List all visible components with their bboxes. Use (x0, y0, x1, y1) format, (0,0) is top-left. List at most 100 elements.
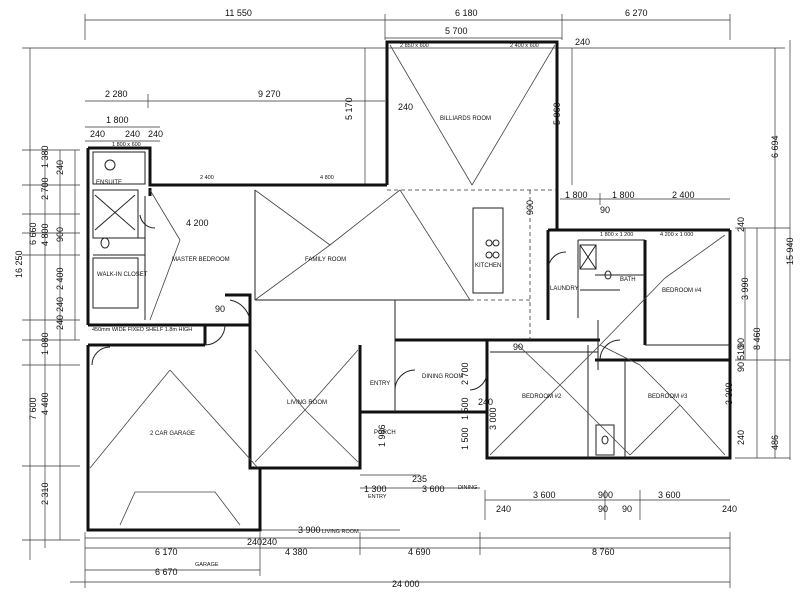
interior-walls (92, 151, 730, 458)
room-walkin: WALK-IN CLOSET (97, 272, 148, 278)
dim-bot-8: 240 (247, 537, 262, 547)
dim-bot-4: 8 760 (592, 547, 615, 557)
note-entry: ENTRY (368, 494, 387, 500)
dim-mid-10: 4 200 (186, 218, 209, 228)
dim-mid-4: 240 (575, 37, 590, 47)
dim-top-3: 6 270 (625, 8, 648, 18)
dim-bot-12: 3 600 (658, 490, 681, 500)
dashed-beams (387, 189, 557, 340)
dim-mid-19: 235 (412, 474, 427, 484)
room-kitchen: KITCHEN (475, 263, 501, 269)
dim-mid-6: 1 800 (612, 190, 635, 200)
dim-right-5: 3 300 (724, 382, 734, 405)
dim-left-2: 6 660 (28, 222, 38, 245)
dim-left-13: 240 (55, 297, 65, 312)
room-entry: ENTRY (370, 381, 390, 387)
dim-mid-2: 5 060 (552, 102, 562, 125)
dim-top-1: 11 550 (225, 8, 252, 18)
note-shelf: 450mm WIDE FIXED SHELF 1.8m HIGH (92, 327, 192, 333)
dim-right-4: 8 460 (752, 327, 762, 350)
dim-mid-15: 1 500 (460, 427, 470, 450)
dim-mid-12: 90 (513, 342, 523, 352)
dim-mid-21: 3 600 (422, 484, 445, 494)
note-dining: DINING (458, 485, 477, 491)
dim-mid-17: 90 (215, 304, 225, 314)
dim-bot-10: 3 600 (533, 490, 556, 500)
dim-bot-16: 240 (722, 504, 737, 514)
dim-left-12: 900 (55, 227, 65, 242)
dim-mid-13: 3 000 (488, 407, 498, 430)
dimension-text: 11 550 6 180 6 270 5 700 2 280 9 270 1 8… (14, 8, 795, 589)
room-family: FAMILY ROOM (305, 257, 346, 263)
dim-mid-9: 900 (525, 200, 535, 215)
room-bed3: BEDROOM #3 (648, 394, 688, 400)
dim-right-6: 90 (736, 362, 746, 372)
note-window-e: 1 800 x 600 (112, 142, 141, 148)
dim-left-14: 240 (55, 315, 65, 330)
dim-bot-15: 90 (622, 504, 632, 514)
dim-mid-14: 1 500 (460, 397, 470, 420)
dim-bot-1: 6 170 (155, 547, 178, 557)
dim-left-6: 4 800 (40, 223, 50, 246)
note-window-d: 2 400 x 600 (510, 43, 539, 49)
room-garage: 2 CAR GARAGE (150, 431, 195, 437)
dim-right-8: 240 (736, 217, 746, 232)
dim-left-3: 7 600 (28, 397, 38, 420)
dim-left-10: 2 310 (40, 482, 50, 505)
dim-left-11: 240 (55, 160, 65, 175)
dim-bot-9: 240 (262, 537, 277, 547)
dim-left-8: 1 080 (40, 332, 50, 355)
note-window-b: 4 800 (320, 175, 334, 181)
dim-bot-14: 90 (598, 504, 608, 514)
dim-right-11: 90 (736, 338, 746, 348)
dim-left-5: 2 700 (40, 177, 50, 200)
dim-mid-16: 1 986 (377, 424, 387, 447)
roof-lines (89, 44, 726, 526)
dim-tl-6: 240 (148, 129, 163, 139)
plan-notes: 450mm WIDE FIXED SHELF 1.8m HIGH ENTRY D… (92, 43, 693, 568)
dim-mid-1: 5 170 (344, 97, 354, 120)
note-garage: GARAGE (195, 562, 219, 568)
dim-bot-6: 24 000 (392, 579, 420, 589)
door-swings (91, 214, 621, 391)
dim-mid-18: 240 (478, 397, 493, 407)
room-dining: DINING ROOM (422, 374, 463, 380)
dim-mid-5: 1 800 (565, 190, 588, 200)
dim-bot-3: 4 690 (408, 547, 431, 557)
dim-tl-1: 2 280 (105, 89, 128, 99)
note-living: LIVING ROOM (322, 529, 359, 535)
dim-top-2: 6 180 (455, 8, 478, 18)
dim-tl-2: 9 270 (258, 89, 281, 99)
room-master: MASTER BEDROOM (172, 257, 230, 263)
room-ensuite: ENSUITE (96, 180, 122, 186)
dim-bot-5: 6 670 (155, 567, 178, 577)
room-billiards: BILLIARDS ROOM (440, 116, 491, 122)
dim-bot-11: 900 (598, 490, 613, 500)
room-bath: BATH (620, 277, 636, 283)
room-laundry: LAUNDRY (550, 286, 579, 292)
dim-right-10: 486 (770, 435, 780, 450)
room-living: LIVING ROOM (287, 400, 327, 406)
room-porch: PORCH (374, 430, 396, 436)
dim-tl-4: 240 (90, 129, 105, 139)
dim-bot-7: 3 900 (298, 525, 321, 535)
fixtures (94, 159, 612, 445)
dim-right-2: 15 940 (785, 237, 795, 265)
dim-bot-13: 240 (496, 504, 511, 514)
dim-right-3: 3 990 (740, 277, 750, 300)
note-window-f: 1 800 x 1 200 (600, 232, 633, 238)
walls (86, 40, 732, 532)
dim-left-9: 4 400 (40, 392, 50, 415)
dim-tl-3: 1 800 (106, 115, 129, 125)
dim-right-7: 510 (736, 345, 746, 360)
note-window-a: 2 400 (200, 175, 214, 181)
dim-left-1: 16 250 (14, 250, 24, 278)
dim-right-1: 6 694 (770, 135, 780, 158)
dim-bot-2: 4 380 (285, 547, 308, 557)
room-bed4: BEDROOM #4 (662, 288, 702, 294)
dim-right-9: 240 (736, 430, 746, 445)
dim-mid-8: 90 (600, 205, 610, 215)
room-labels: BILLIARDS ROOM FAMILY ROOM MASTER BEDROO… (96, 116, 702, 437)
dim-top-4: 5 700 (445, 26, 468, 36)
